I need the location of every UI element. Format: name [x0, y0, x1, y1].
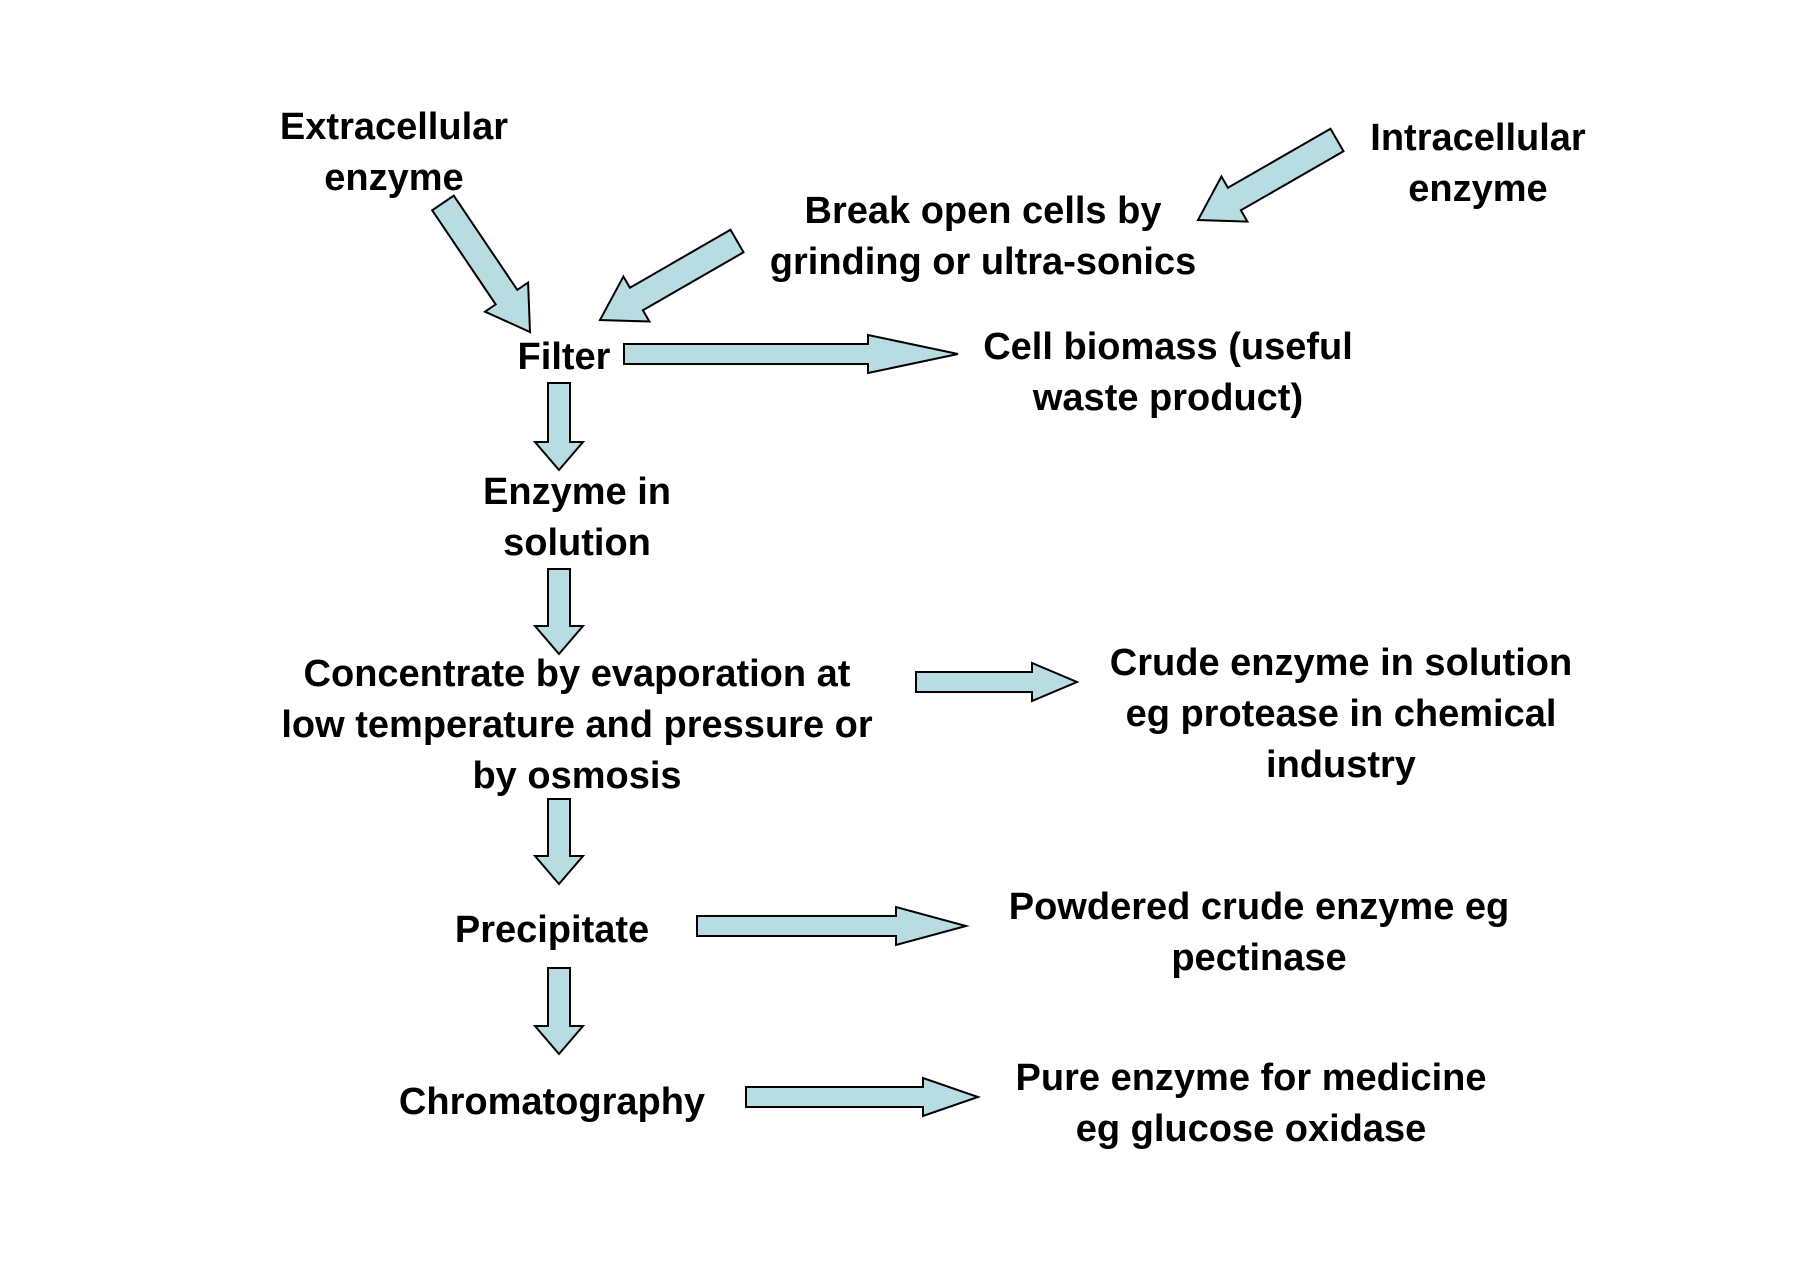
arrow-chromatography-to-pure [745, 1076, 982, 1118]
arrow-enzyme-solution-to-concentrate [532, 568, 586, 656]
label-line: solution [503, 522, 651, 564]
node-intracellular-enzyme: Intracellular enzyme [1370, 113, 1585, 215]
arrow-filter-to-enzyme-solution [532, 382, 586, 472]
arrow-concentrate-to-crude [915, 661, 1080, 703]
label-line: Crude enzyme in solution [1109, 642, 1573, 684]
arrow-filter-to-cell-biomass [623, 333, 959, 375]
arrow-extracellular-to-filter [430, 194, 532, 334]
label-line: industry [1266, 744, 1416, 786]
label-line: eg protease in chemical [1125, 693, 1557, 735]
node-pure-enzyme: Pure enzyme for medicine eg glucose oxid… [1016, 1053, 1487, 1155]
label-line: enzyme [1408, 168, 1548, 210]
arrow-concentrate-to-precipitate [532, 798, 586, 886]
label-line: Chromatography [398, 1081, 706, 1123]
label-line: Pure enzyme for medicine [1015, 1057, 1487, 1099]
label-line: eg glucose oxidase [1075, 1108, 1427, 1150]
label-line: waste product) [1032, 377, 1304, 419]
node-powdered-crude-enzyme: Powdered crude enzyme eg pectinase [1009, 882, 1510, 984]
label-line: enzyme [324, 157, 464, 199]
label-line: Intracellular [1370, 117, 1586, 159]
node-break-open-cells: Break open cells by grinding or ultra-so… [770, 186, 1196, 288]
arrow-precipitate-to-powdered [696, 905, 970, 947]
arrow-intracellular-to-break-open [1196, 127, 1345, 223]
label-line: Enzyme in [483, 471, 671, 513]
label-line: pectinase [1171, 937, 1347, 979]
label-line: Filter [517, 336, 611, 378]
label-line: Break open cells by [804, 190, 1162, 232]
label-line: Cell biomass (useful [983, 326, 1353, 368]
arrow-break-open-to-filter [598, 228, 745, 323]
node-cell-biomass: Cell biomass (useful waste product) [983, 322, 1353, 424]
label-line: Extracellular [279, 106, 509, 148]
node-enzyme-in-solution: Enzyme in solution [483, 467, 671, 569]
node-precipitate: Precipitate [455, 905, 649, 956]
node-extracellular-enzyme: Extracellular enzyme [280, 102, 508, 204]
label-line: low temperature and pressure or [281, 704, 873, 746]
node-crude-enzyme-solution: Crude enzyme in solution eg protease in … [1110, 638, 1572, 791]
node-chromatography: Chromatography [399, 1077, 705, 1128]
label-line: grinding or ultra-sonics [769, 241, 1197, 283]
label-line: Precipitate [454, 909, 650, 951]
label-line: Concentrate by evaporation at [303, 653, 851, 695]
node-filter: Filter [518, 332, 611, 383]
node-concentrate: Concentrate by evaporation at low temper… [281, 649, 872, 802]
arrow-precipitate-to-chromatography [532, 967, 586, 1056]
label-line: Powdered crude enzyme eg [1008, 886, 1510, 928]
label-line: by osmosis [472, 755, 682, 797]
